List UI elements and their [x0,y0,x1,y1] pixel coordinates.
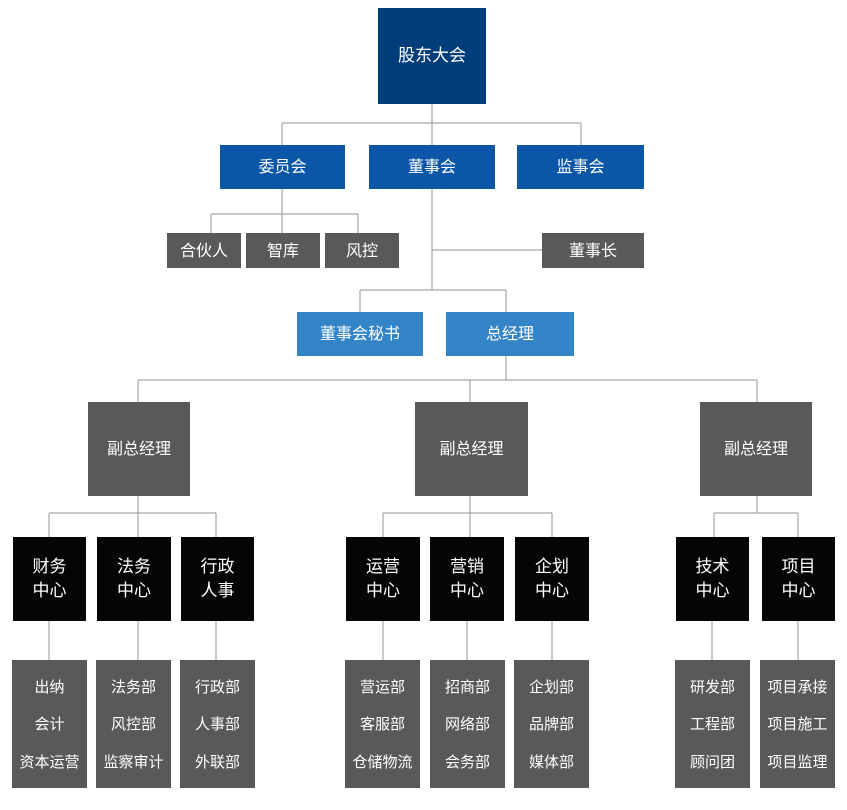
vice-gm-node: 副总经理 [415,402,528,496]
department-label: 企划部 [528,678,574,697]
department-label: 工程部 [689,715,735,734]
marketing-departments: 招商部 网络部 会务部 [430,660,505,788]
department-label: 网络部 [444,715,490,734]
supervisory-board-node: 监事会 [517,145,644,189]
department-label: 媒体部 [528,752,574,771]
board-secretary-node: 董事会秘书 [297,312,423,356]
risk-control-node: 风控 [325,233,399,268]
vice-gm-node: 副总经理 [88,402,190,496]
general-manager-node: 总经理 [446,312,574,356]
department-label: 监察审计 [103,752,164,771]
operations-departments: 营运部 客服部 仓储物流 [345,660,420,788]
department-label: 出纳 [34,678,65,697]
department-label: 项目施工 [767,715,828,734]
legal-center-node: 法务 中心 [97,537,171,621]
operations-center-node: 运营 中心 [346,537,420,621]
department-label: 会计 [34,715,65,734]
department-label: 仓储物流 [352,752,413,771]
technology-departments: 研发部 工程部 顾问团 [675,660,750,788]
finance-center-node: 财务 中心 [13,537,86,621]
project-center-node: 项目 中心 [762,537,835,621]
planning-center-node: 企划 中心 [515,537,589,621]
center-label-line2: 中心 [450,581,484,601]
department-label: 品牌部 [528,715,574,734]
committee-node: 委员会 [220,145,345,189]
department-label: 会务部 [444,752,490,771]
center-label-line1: 行政 [200,557,235,577]
project-departments: 项目承接 项目施工 项目监理 [760,660,835,788]
chairman-node: 董事长 [542,233,644,268]
department-label: 营运部 [359,678,405,697]
center-label-line1: 项目 [781,557,816,577]
center-label-line1: 营销 [450,557,484,577]
admin-hr-departments: 行政部 人事部 外联部 [180,660,255,788]
center-label-line1: 财务 [32,557,67,577]
center-label-line1: 企划 [535,557,569,577]
board-node: 董事会 [369,145,495,189]
center-label-line1: 法务 [117,557,151,577]
legal-departments: 法务部 风控部 监察审计 [96,660,171,788]
department-label: 顾问团 [689,752,735,771]
department-label: 外联部 [194,752,240,771]
department-label: 项目承接 [767,678,828,697]
admin-hr-center-node: 行政 人事 [181,537,254,621]
center-label-line2: 中心 [117,581,151,601]
think-tank-node: 智库 [246,233,320,268]
center-label-line1: 技术 [695,557,730,577]
center-label-line2: 中心 [781,581,816,601]
department-label: 法务部 [110,678,156,697]
finance-departments: 出纳 会计 资本运营 [12,660,87,788]
department-label: 风控部 [110,715,156,734]
department-label: 行政部 [194,678,240,697]
center-label-line2: 中心 [366,581,400,601]
center-label-line2: 人事 [200,581,235,601]
technology-center-node: 技术 中心 [676,537,749,621]
center-label-line1: 运营 [366,557,400,577]
department-label: 招商部 [444,678,490,697]
department-label: 资本运营 [19,752,80,771]
center-label-line2: 中心 [695,581,730,601]
partner-node: 合伙人 [167,233,241,268]
center-label-line2: 中心 [535,581,569,601]
department-label: 项目监理 [767,752,828,771]
shareholders-meeting-node: 股东大会 [378,8,486,104]
marketing-center-node: 营销 中心 [430,537,504,621]
department-label: 人事部 [194,715,240,734]
planning-departments: 企划部 品牌部 媒体部 [514,660,589,788]
vice-gm-node: 副总经理 [700,402,812,496]
department-label: 客服部 [359,715,405,734]
center-label-line2: 中心 [32,581,67,601]
department-label: 研发部 [689,678,735,697]
